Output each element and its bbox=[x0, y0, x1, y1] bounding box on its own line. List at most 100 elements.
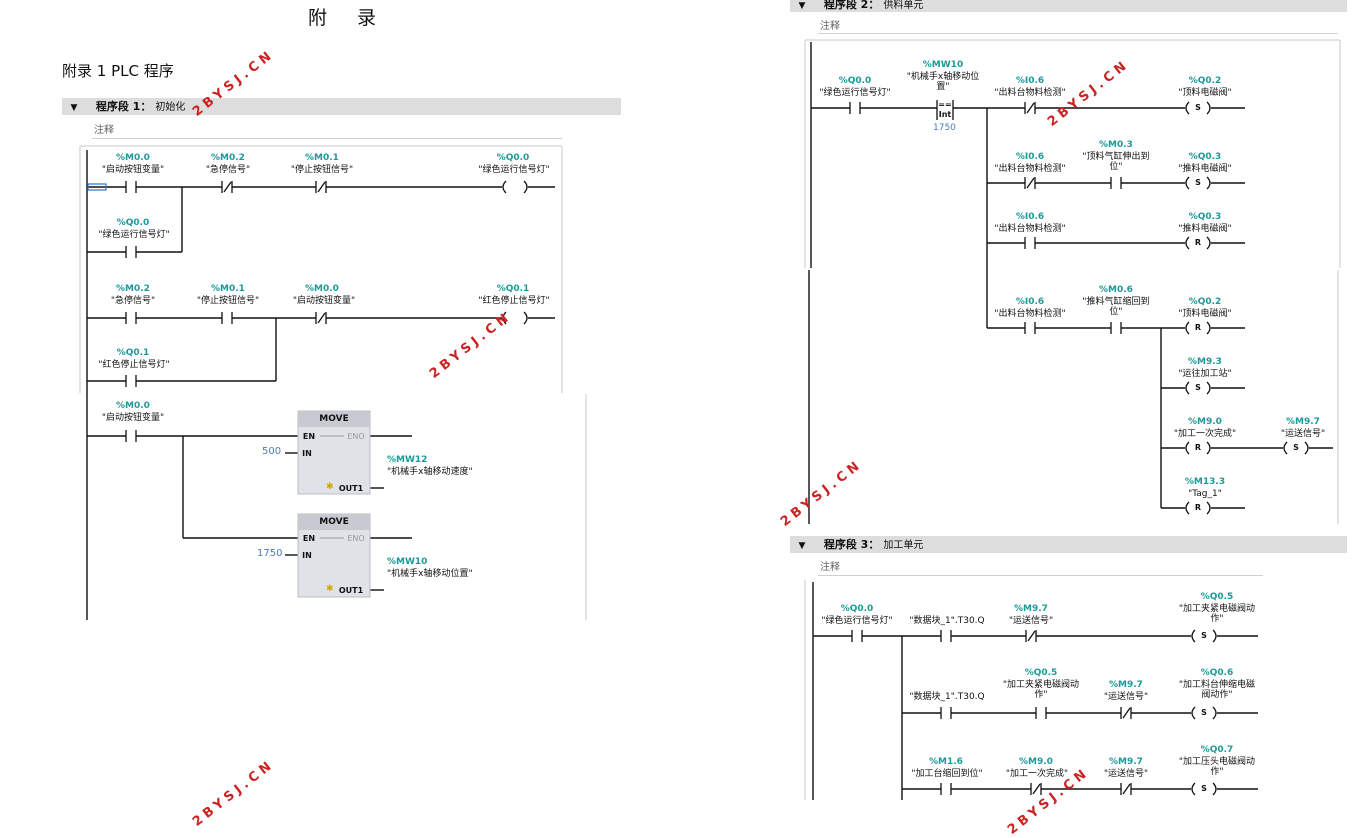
move-out-address: %MW10 bbox=[387, 557, 428, 567]
contact-label: "启动按钮变量" bbox=[101, 165, 165, 175]
contact-label: "出料台物料检测" bbox=[994, 309, 1066, 319]
contact-address: %M0.2 bbox=[211, 153, 245, 163]
contact-address: %M9.7 bbox=[1014, 604, 1048, 614]
move-eno-pin: ENO bbox=[347, 432, 365, 441]
move-out-pin: OUT1 bbox=[338, 586, 364, 595]
collapse-triangle-icon[interactable]: ▼ bbox=[798, 541, 806, 551]
segment-1-comment[interactable]: 注释 bbox=[94, 125, 114, 136]
coil-address: %Q0.2 bbox=[1188, 297, 1222, 307]
contact-address: %M0.2 bbox=[116, 284, 150, 294]
contact-address: %M0.1 bbox=[305, 153, 339, 163]
move-in-value: 500 bbox=[262, 446, 282, 457]
compare-operator: == bbox=[938, 100, 952, 109]
coil-label: "加工一次完成" bbox=[1173, 429, 1237, 439]
coil-type: S bbox=[1195, 178, 1201, 187]
segment-2-comment[interactable]: 注释 bbox=[820, 21, 840, 32]
appendix-subtitle: 附录 1 PLC 程序 bbox=[62, 62, 174, 80]
contact-label: "出料台物料检测" bbox=[994, 224, 1066, 234]
move-block-1 bbox=[297, 410, 371, 495]
coil-label: "推料电磁阀" bbox=[1178, 224, 1232, 234]
segment-3-comment[interactable]: 注释 bbox=[820, 562, 840, 573]
collapse-triangle-icon[interactable]: ▼ bbox=[70, 103, 78, 113]
contact-label: "加工夹紧电磁阀动作" bbox=[1002, 680, 1080, 700]
move-eno-pin: ENO bbox=[347, 534, 365, 543]
contact-address: %Q0.5 bbox=[1024, 668, 1058, 678]
contact-address: %Q0.0 bbox=[116, 218, 150, 228]
contact-address: %M0.1 bbox=[211, 284, 245, 294]
coil-type: S bbox=[1293, 443, 1299, 452]
segment-1-label: 程序段 1： bbox=[95, 100, 152, 113]
contact-label: "绿色运行信号灯" bbox=[819, 88, 891, 98]
move-out-label: "机械手x轴移动速度" bbox=[387, 467, 473, 477]
contact-label: "出料台物料检测" bbox=[994, 88, 1066, 98]
contact-address: %I0.6 bbox=[1015, 297, 1045, 307]
move-out-label: "机械手x轴移动位置" bbox=[387, 569, 473, 579]
contact-label: "启动按钮变量" bbox=[292, 296, 356, 306]
sparkle-icon: ✱ bbox=[326, 584, 334, 594]
contact-label: "急停信号" bbox=[205, 165, 251, 175]
coil-label: "绿色运行信号灯" bbox=[478, 165, 550, 175]
contact-label: "加工一次完成" bbox=[1005, 769, 1069, 779]
contact-address: %M1.6 bbox=[929, 757, 963, 767]
segment-2-comment-line bbox=[818, 33, 1338, 34]
contact-address: %M9.0 bbox=[1019, 757, 1053, 767]
move-in-value: 1750 bbox=[257, 548, 283, 559]
contact-label: "停止按钮信号" bbox=[290, 165, 354, 175]
compare-label: "机械手x轴移动位置" bbox=[906, 72, 980, 92]
coil-type: S bbox=[1201, 631, 1207, 640]
segment-2-name: 供料单元 bbox=[883, 0, 924, 11]
move-title: MOVE bbox=[319, 517, 349, 527]
contact-address: %M0.6 bbox=[1099, 285, 1133, 295]
contact-label: "运送信号" bbox=[1103, 692, 1149, 702]
contact-address: %M0.0 bbox=[305, 284, 339, 294]
contact-label: "停止按钮信号" bbox=[196, 296, 260, 306]
coil-type: R bbox=[1194, 503, 1202, 512]
contact-address: %I0.6 bbox=[1015, 76, 1045, 86]
coil-label: "加工夹紧电磁阀动作" bbox=[1178, 604, 1256, 624]
coil-label: "顶料电磁阀" bbox=[1178, 309, 1232, 319]
contact-address: %I0.6 bbox=[1015, 212, 1045, 222]
contact-label: "数据块_1".T30.Q bbox=[909, 616, 985, 626]
move-en-pin: EN bbox=[302, 534, 316, 543]
compare-address: %MW10 bbox=[922, 60, 964, 70]
contact-address: %M9.7 bbox=[1109, 680, 1143, 690]
move-out-address: %MW12 bbox=[387, 455, 428, 465]
coil-label: "运送信号" bbox=[1280, 429, 1326, 439]
coil-type: S bbox=[1195, 103, 1201, 112]
contact-address: %M9.7 bbox=[1109, 757, 1143, 767]
contact-address: %I0.6 bbox=[1015, 152, 1045, 162]
segment-3-comment-line bbox=[818, 575, 1263, 576]
contact-address: %Q0.0 bbox=[840, 604, 874, 614]
contact-label: "运送信号" bbox=[1103, 769, 1149, 779]
contact-address: %M0.3 bbox=[1099, 140, 1133, 150]
coil-label: "加工料台伸缩电磁阀动作" bbox=[1178, 680, 1256, 700]
coil-label: "运往加工站" bbox=[1178, 369, 1232, 379]
compare-type: Int bbox=[938, 110, 952, 119]
move-in-pin: IN bbox=[302, 551, 312, 560]
coil-label: "顶料电磁阀" bbox=[1178, 88, 1232, 98]
coil-address: %Q0.0 bbox=[496, 153, 530, 163]
contact-label: "加工台缩回到位" bbox=[911, 769, 983, 779]
coil-type: S bbox=[1201, 708, 1207, 717]
move-block-2 bbox=[297, 513, 371, 598]
segment-2-label: 程序段 2： bbox=[823, 0, 880, 11]
segment-3-header[interactable]: ▼ 程序段 3：加工单元 bbox=[790, 536, 1347, 553]
segment-1-header[interactable]: ▼ 程序段 1：初始化 bbox=[62, 98, 621, 115]
coil-label: "红色停止信号灯" bbox=[478, 296, 550, 306]
contact-label: "红色停止信号灯" bbox=[98, 360, 170, 370]
contact-label: "启动按钮变量" bbox=[101, 413, 165, 423]
segment-2-header[interactable]: ▼ 程序段 2：供料单元 bbox=[790, 0, 1347, 12]
contact-label: "出料台物料检测" bbox=[994, 164, 1066, 174]
coil-label: "加工压头电磁阀动作" bbox=[1178, 757, 1256, 777]
coil-address: %Q0.5 bbox=[1200, 592, 1234, 602]
coil-type: R bbox=[1194, 238, 1202, 247]
coil-type: S bbox=[1201, 784, 1207, 793]
coil-type: R bbox=[1194, 323, 1202, 332]
coil-address: %Q0.3 bbox=[1188, 152, 1222, 162]
contact-label: "顶料气缸伸出到位" bbox=[1082, 152, 1150, 172]
coil-address: %M9.7 bbox=[1286, 417, 1320, 427]
collapse-triangle-icon[interactable]: ▼ bbox=[798, 1, 806, 11]
page-title: 附 录 bbox=[308, 7, 389, 29]
coil-address: %M9.3 bbox=[1188, 357, 1222, 367]
coil-label: "推料电磁阀" bbox=[1178, 164, 1232, 174]
